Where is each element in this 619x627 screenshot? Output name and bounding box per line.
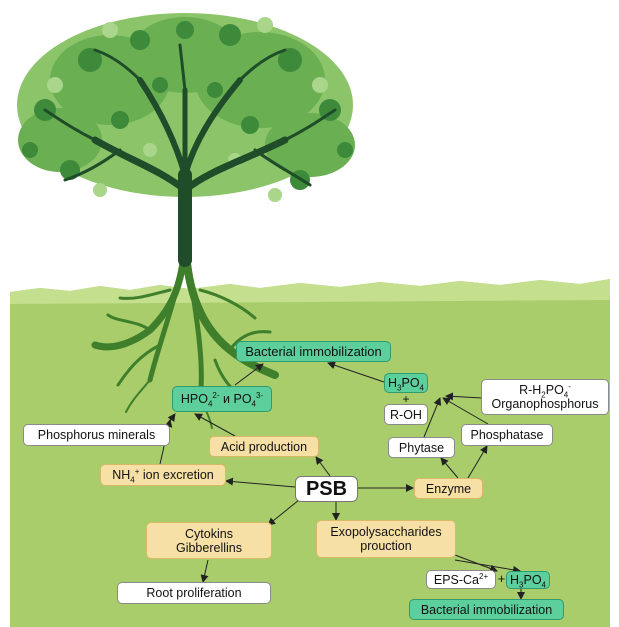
- h3po4-box-top: H3PO4: [384, 373, 428, 393]
- acid-production-label: Acid production: [220, 439, 308, 454]
- r-oh-box: R-OH: [384, 404, 428, 425]
- bacterial-immobilization-top: Bacterial immobilization: [236, 341, 391, 362]
- organophosphorus-formula: R-H2PO4-: [519, 381, 571, 400]
- arrow-psb-to-nh4: [225, 477, 296, 488]
- organophosphorus-box: R-H2PO4- Organophosphorus: [481, 379, 609, 415]
- cytokins-label: Cytokins: [185, 526, 233, 541]
- arrow-hpo4-to-bacterial: [234, 363, 264, 386]
- arrow-psb-to-acid: [315, 456, 331, 477]
- arrow-enzyme-to-phytase: [440, 457, 459, 479]
- plus-bottom-label: +: [497, 571, 506, 586]
- cytokins-gibberellins-box: Cytokins Gibberellins: [146, 522, 272, 559]
- plus-top-label: +: [402, 391, 410, 406]
- arrow-phytase-to-h3po4: [423, 397, 442, 438]
- eps-ca-label: EPS-Ca2+: [433, 571, 489, 587]
- psb-label: PSB: [305, 478, 348, 500]
- h3po4-box-bottom: H3PO4: [506, 571, 550, 589]
- enzyme-label: Enzyme: [425, 481, 472, 496]
- arrow-cytokins-to-root: [200, 559, 209, 583]
- enzyme-box: Enzyme: [414, 478, 483, 499]
- psb-box: PSB: [295, 476, 358, 502]
- hpo4-po4-box: HPO42- и PO43-: [172, 386, 272, 412]
- r-oh-label: R-OH: [390, 407, 422, 422]
- acid-production-box: Acid production: [209, 436, 319, 457]
- phytase-box: Phytase: [388, 437, 455, 458]
- eps-ca-box: EPS-Ca2+: [426, 570, 496, 589]
- arrow-exo-to-h3po4: [454, 559, 521, 574]
- nh4-excretion-box: NH4+ ion excretion: [100, 464, 226, 486]
- tree-icon: [17, 13, 355, 267]
- arrow-phosphatase-to-h3po4: [442, 397, 489, 425]
- root-proliferation-label: Root proliferation: [146, 586, 242, 600]
- phosphatase-box: Phosphatase: [461, 424, 553, 446]
- phosphorus-minerals-box: Phosphorus minerals: [23, 424, 170, 446]
- arrow-h3po4-to-bacterial: [327, 361, 385, 383]
- root-proliferation-box: Root proliferation: [117, 582, 271, 604]
- bacterial-immobilization-bottom: Bacterial immobilization: [409, 599, 564, 620]
- exopolysaccharides-label: Exopolysaccharides: [330, 525, 442, 539]
- bacterial-immobilization-top-label: Bacterial immobilization: [245, 343, 382, 359]
- arrow-exo-to-eps: [454, 554, 498, 573]
- organophosphorus-label: Organophosphorus: [491, 397, 599, 411]
- arrow-organo-to-h3po4: [445, 392, 483, 401]
- h3po4-top-label: H3PO4: [388, 376, 424, 393]
- plus-sign-top: +: [399, 391, 413, 406]
- arrow-enzyme-to-phosphatase: [467, 445, 488, 479]
- arrow-psb-to-cytokins: [267, 499, 300, 526]
- gibberellins-label: Gibberellins: [175, 540, 242, 555]
- nh4-excretion-label: NH4+ ion excretion: [112, 466, 214, 485]
- h3po4-bottom-label: H3PO4: [510, 573, 546, 590]
- prouction-label: prouction: [360, 539, 412, 553]
- phytase-label: Phytase: [398, 440, 445, 455]
- arrow-acid-to-hpo4: [194, 413, 236, 437]
- phosphatase-label: Phosphatase: [470, 428, 544, 442]
- bacterial-immobilization-bottom-label: Bacterial immobilization: [420, 602, 553, 617]
- hpo4-po4-label: HPO42- и PO43-: [180, 390, 264, 409]
- plus-sign-bottom: +: [496, 571, 507, 587]
- exopolysaccharides-box: Exopolysaccharides prouction: [316, 520, 456, 558]
- phosphorus-minerals-label: Phosphorus minerals: [37, 428, 156, 442]
